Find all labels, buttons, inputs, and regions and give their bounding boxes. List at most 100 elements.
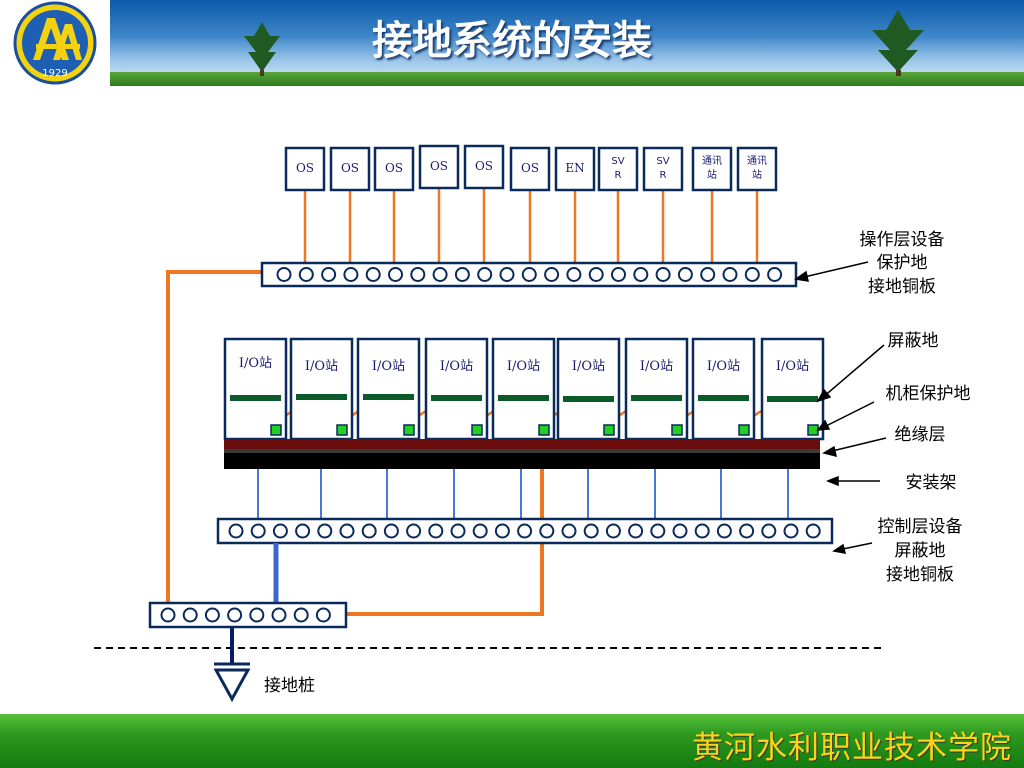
io-station-label: I/O站 xyxy=(707,359,740,374)
insulation-bar xyxy=(224,439,820,449)
plate-hole xyxy=(454,267,470,282)
io-station-ground-terminal xyxy=(336,424,348,436)
io-station-cabinet xyxy=(424,337,489,441)
io-station-ground-terminal xyxy=(807,424,819,436)
mounting-rack-bar xyxy=(224,453,820,469)
annotation-labels: 操作层设备 保护地 接地铜板 屏蔽地 机柜保护地 绝缘层 安装架 控制层设备 屏… xyxy=(264,230,971,696)
io-station-label: I/O站 xyxy=(507,359,540,374)
io-station-indicator-bar xyxy=(767,396,818,402)
plate-hole xyxy=(805,523,821,539)
operator-station-label-line2: 站 xyxy=(707,168,717,181)
plate-hole xyxy=(204,607,220,623)
annotation-arrows xyxy=(794,261,887,554)
operator-station-label: OS xyxy=(296,161,314,175)
plate-hole xyxy=(227,607,243,623)
operator-station-label: EN xyxy=(565,161,584,175)
plate-hole xyxy=(295,523,311,539)
cabinet-ground-label: 机柜保护地 xyxy=(886,384,971,404)
operator-station-box xyxy=(509,146,551,192)
operator-station-label: 通讯 xyxy=(747,155,767,167)
operator-station-box xyxy=(463,144,505,190)
plate-hole xyxy=(432,267,448,282)
operator-station-box xyxy=(329,146,371,192)
ground-pile-icon xyxy=(213,627,251,703)
operator-station-box xyxy=(597,146,639,192)
operator-station-label: SV xyxy=(656,156,669,167)
plate-hole xyxy=(605,523,621,539)
plate-hole xyxy=(298,267,314,282)
io-station-cabinet xyxy=(491,337,556,441)
io-station-indicator-bar xyxy=(230,395,281,401)
plate-hole xyxy=(272,523,288,539)
io-station-label: I/O站 xyxy=(640,359,673,374)
insulation-bar-edge xyxy=(224,449,820,453)
plate-hole xyxy=(588,267,604,282)
insulation-label: 绝缘层 xyxy=(895,425,946,445)
plate-hole xyxy=(410,267,426,282)
control-plate-label-line1: 控制层设备 xyxy=(878,517,963,537)
plate-hole xyxy=(517,523,533,539)
main-ground-plate xyxy=(148,601,348,629)
plate-hole xyxy=(388,267,403,282)
plate-hole xyxy=(583,523,599,539)
operator-station-label: OS xyxy=(521,161,539,175)
io-station-indicator-bar xyxy=(296,394,347,400)
io-station-indicator-bar xyxy=(563,396,614,402)
plate-hole xyxy=(677,267,693,282)
plate-hole xyxy=(700,267,716,282)
io-station-ground-terminal xyxy=(603,424,615,436)
plate-hole xyxy=(271,607,287,623)
mount-rack-label: 安装架 xyxy=(906,473,957,493)
io-station-label: I/O站 xyxy=(372,359,405,374)
plate-hole xyxy=(160,607,176,623)
plate-hole xyxy=(250,523,266,539)
io-station-indicator-bar xyxy=(698,395,749,401)
plate-hole xyxy=(228,523,244,539)
plate-hole xyxy=(566,267,582,282)
io-station-label: I/O站 xyxy=(572,359,605,374)
plate-hole xyxy=(739,523,755,539)
college-logo: 1929 xyxy=(0,0,110,86)
plate-hole xyxy=(321,267,337,282)
plate-hole xyxy=(339,523,355,539)
ground-pile-label: 接地桩 xyxy=(264,676,315,696)
plate-hole xyxy=(361,523,377,539)
io-station-cabinet xyxy=(223,337,288,441)
plate-hole xyxy=(672,523,688,539)
plate-hole xyxy=(650,523,666,539)
plate-hole xyxy=(365,267,381,282)
io-station-cabinet xyxy=(624,337,689,441)
shield-ground-label: 屏蔽地 xyxy=(888,331,939,351)
operator-station-label: OS xyxy=(475,159,493,173)
plate-hole xyxy=(477,267,493,282)
operator-plate-label-line2: 保护地 xyxy=(877,253,928,273)
io-station-ground-terminal xyxy=(738,424,750,436)
io-station-indicator-bar xyxy=(431,395,482,401)
plate-hole xyxy=(182,607,198,623)
page-title: 接地系统的安装 xyxy=(372,18,652,64)
operator-station-box xyxy=(284,146,326,192)
header-banner: 1929 接地系统的安装 xyxy=(0,0,1024,86)
io-station-label: I/O站 xyxy=(776,359,809,374)
plate-hole xyxy=(611,267,626,282)
plate-hole xyxy=(628,523,644,539)
footer-bar: 黄河水利职业技术学院 xyxy=(0,714,1024,768)
logo-year: 1929 xyxy=(42,68,67,79)
io-station-cabinet xyxy=(356,337,421,441)
operator-station-label-line2: R xyxy=(660,170,667,181)
plate-hole xyxy=(472,523,488,539)
plate-hole xyxy=(539,523,555,539)
plate-hole xyxy=(744,267,760,282)
operator-station-box xyxy=(736,146,778,192)
io-station-label: I/O站 xyxy=(440,359,473,374)
plate-hole xyxy=(694,523,710,539)
operator-station-label: OS xyxy=(341,161,359,175)
operator-station-label: OS xyxy=(385,161,403,175)
operator-station-box xyxy=(418,144,460,190)
plate-hole xyxy=(494,523,510,539)
plate-hole xyxy=(716,523,732,539)
plate-hole xyxy=(383,523,399,539)
operator-plate-holes xyxy=(276,267,783,282)
